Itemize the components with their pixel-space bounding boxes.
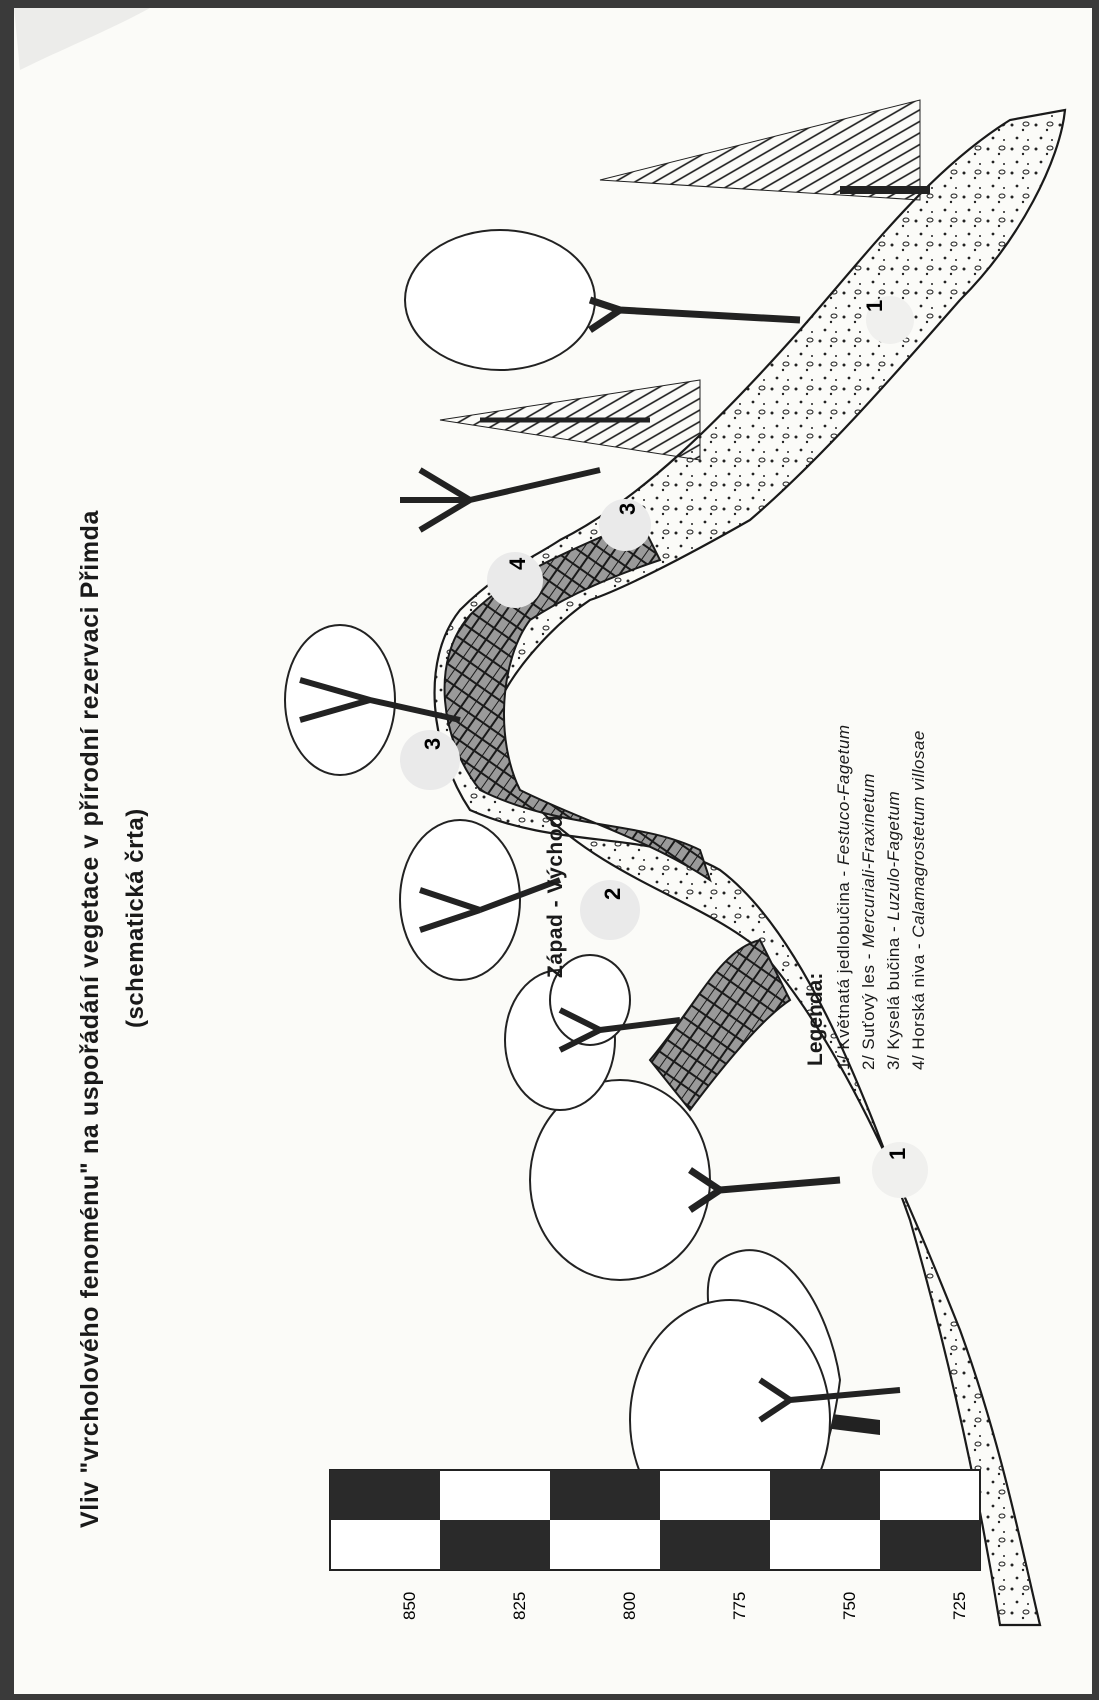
diagram-subtitle: (schematická črta) xyxy=(122,808,150,1028)
legend-item: 1/ Květnatá jedlobučina - Festuco-Fagetu… xyxy=(834,724,854,1070)
diagram-title: Vliv "vrcholového fenoménu" na uspořádán… xyxy=(76,510,105,1528)
direction-label: Západ - Východ xyxy=(544,815,568,978)
legend-item: 3/ Kyselá bučina - Luzulo-Fagetum xyxy=(884,791,904,1070)
legend-title: Legenda: xyxy=(804,973,828,1066)
legend-item: 2/ Suťový les - Mercuriali-Fraxinetum xyxy=(859,773,879,1070)
legend-item: 4/ Horská niva - Calamagrostetum villosa… xyxy=(909,730,929,1070)
